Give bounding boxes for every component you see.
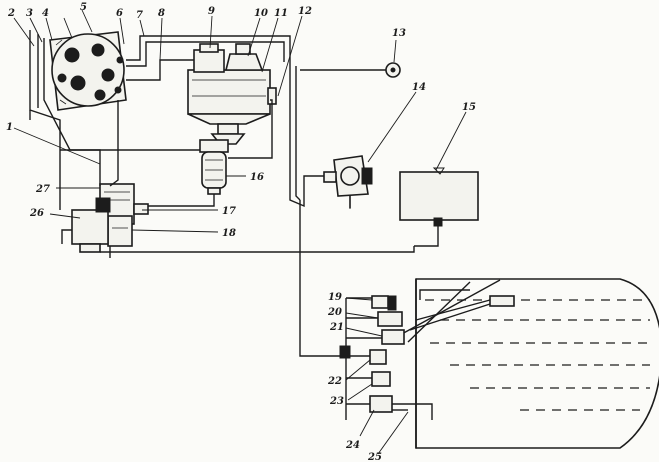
callout-22: 22 bbox=[327, 376, 342, 387]
callout-25: 25 bbox=[367, 452, 382, 462]
callout-14: 14 bbox=[412, 82, 426, 93]
callout-7: 7 bbox=[136, 10, 143, 21]
callout-20: 20 bbox=[327, 307, 342, 318]
pressure-gauge bbox=[300, 62, 401, 78]
callout-8: 8 bbox=[158, 8, 165, 19]
callout-1: 1 bbox=[6, 122, 13, 133]
tank bbox=[399, 278, 659, 449]
valve-block bbox=[71, 183, 149, 253]
callout-26: 26 bbox=[29, 208, 44, 219]
callout-27: 27 bbox=[35, 184, 50, 195]
callout-4: 4 bbox=[42, 8, 49, 19]
callout-24: 24 bbox=[345, 440, 360, 451]
callout-15: 15 bbox=[462, 102, 476, 113]
distributor bbox=[187, 43, 277, 145]
pipe-network bbox=[29, 30, 439, 357]
callout-19: 19 bbox=[328, 292, 342, 303]
callout-5: 5 bbox=[80, 2, 87, 13]
leader-lines bbox=[13, 9, 467, 455]
tank-float bbox=[489, 295, 515, 307]
callout-18: 18 bbox=[222, 228, 236, 239]
callout-12: 12 bbox=[298, 6, 312, 17]
callout-labels: 2 3 4 5 6 7 8 9 10 11 12 13 14 15 16 17 … bbox=[6, 2, 476, 462]
callout-13: 13 bbox=[392, 28, 406, 39]
callout-16: 16 bbox=[250, 172, 264, 183]
callout-23: 23 bbox=[329, 396, 344, 407]
callout-17: 17 bbox=[222, 206, 236, 217]
callout-2: 2 bbox=[7, 8, 15, 19]
reservoir bbox=[399, 167, 479, 227]
callout-11: 11 bbox=[274, 8, 288, 19]
callout-3: 3 bbox=[26, 8, 33, 19]
pump-housing bbox=[49, 31, 127, 111]
callout-10: 10 bbox=[254, 8, 268, 19]
callout-9: 9 bbox=[208, 6, 215, 17]
liquid-level bbox=[425, 299, 650, 411]
control-valve bbox=[323, 155, 373, 209]
filter bbox=[199, 139, 229, 195]
callout-6: 6 bbox=[116, 8, 123, 19]
tank-valves bbox=[339, 295, 433, 420]
callout-21: 21 bbox=[329, 322, 344, 333]
